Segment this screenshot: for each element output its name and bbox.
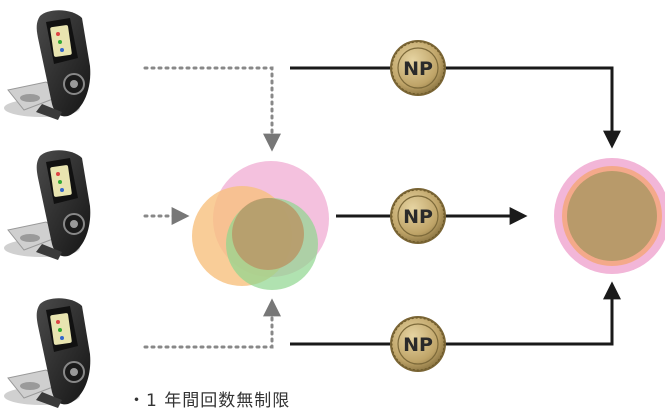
target-circle: [554, 158, 665, 274]
overlap-circles: [192, 161, 329, 290]
solid-arrow-bottom: [290, 281, 621, 346]
np-badge-bottom: NP: [389, 315, 447, 373]
np-badge-label: NP: [403, 206, 433, 228]
np-badge-middle: NP: [389, 187, 447, 245]
device-icon-bottom: [3, 297, 92, 409]
tan-overlap-circle: [232, 198, 304, 270]
dotted-arrow-top: [143, 66, 281, 152]
np-badge-label: NP: [403, 58, 433, 80]
device-icon-top: [3, 9, 92, 121]
np-badge-top: NP: [389, 39, 447, 97]
dotted-arrow-bottom: [143, 298, 281, 349]
np-badge-label: NP: [403, 334, 433, 356]
caption-text: ・1 年間回数無制限: [128, 391, 291, 411]
solid-arrow-top: [290, 66, 621, 149]
device-icon-middle: [3, 149, 92, 261]
